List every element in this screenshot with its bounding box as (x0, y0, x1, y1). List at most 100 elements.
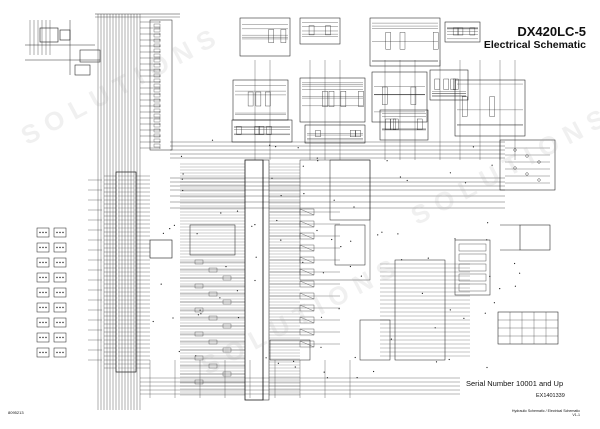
relay-coil (255, 91, 262, 107)
junction-dot (333, 199, 335, 201)
junction-dot (182, 189, 184, 192)
pin-dot (62, 291, 64, 294)
resistor (194, 355, 204, 361)
pin-dot (62, 261, 64, 264)
relay-coil (450, 78, 456, 90)
circuit-box (454, 79, 526, 137)
relay-coil (452, 27, 459, 36)
junction-dot (464, 182, 467, 184)
pin-dot (62, 231, 64, 234)
pin-dot (56, 261, 58, 264)
junction-dot (472, 146, 474, 148)
pin-dot (62, 306, 64, 309)
fuse (153, 68, 161, 73)
pin-dot (59, 246, 61, 249)
circuit-box (379, 109, 429, 141)
pin-dot (59, 321, 61, 324)
junction-dot (463, 317, 465, 319)
junction-dot (449, 309, 451, 311)
pin-dot (45, 261, 47, 264)
junction-dot (255, 256, 257, 258)
pin-dot (42, 276, 44, 279)
relay-coil (462, 96, 468, 117)
junction-dot (269, 144, 271, 146)
junction-dot (326, 377, 328, 379)
connector-icon (36, 302, 50, 313)
junction-dot (254, 224, 256, 226)
terminal-strip (394, 259, 446, 361)
pin-dot (62, 321, 64, 324)
relay-block (39, 27, 59, 43)
pin-dot (56, 276, 58, 279)
pin-dot (56, 231, 58, 234)
junction-dot (219, 297, 221, 299)
junction-dot (381, 231, 383, 233)
connector-icon (36, 242, 50, 253)
junction-dot (225, 266, 227, 268)
fuse (153, 53, 161, 58)
fuse (153, 138, 161, 143)
module-box (359, 319, 391, 361)
pin-dot (62, 246, 64, 249)
resistor (222, 347, 232, 353)
junction-dot (237, 317, 240, 319)
pin-dot (59, 276, 61, 279)
resistor (222, 275, 232, 281)
junction-dot (152, 320, 154, 323)
module-box (329, 159, 371, 221)
resistor (194, 307, 204, 313)
junction-dot (297, 147, 299, 149)
fuse (153, 88, 161, 93)
switch-contact (525, 154, 529, 158)
relay-coil (385, 32, 391, 50)
fuse (153, 143, 161, 148)
fuse (153, 133, 161, 138)
relay-coil (457, 27, 464, 36)
junction-dot (390, 338, 392, 340)
circuit-box (304, 124, 366, 144)
junction-dot (401, 259, 403, 261)
junction-dot (323, 371, 325, 373)
junction-dot (197, 314, 199, 316)
junction-dot (275, 146, 277, 148)
junction-dot (280, 239, 282, 241)
junction-dot (160, 283, 162, 285)
junction-dot (316, 157, 318, 159)
circuit-box (231, 119, 293, 143)
connector-box (149, 239, 173, 259)
junction-dot (220, 212, 222, 214)
junction-dot (195, 355, 197, 357)
junction-dot (487, 222, 489, 224)
diode-box (299, 280, 315, 288)
junction-dot (448, 358, 450, 361)
relay-coil (328, 91, 335, 107)
junction-dot (493, 302, 495, 304)
footer-part-number: 8095213 (8, 410, 24, 415)
switch-panel (499, 139, 556, 191)
pin-dot (62, 276, 64, 279)
pin-dot (56, 246, 58, 249)
pin-dot (45, 276, 47, 279)
connector-icon (36, 272, 50, 283)
pin-dot (45, 306, 47, 309)
fuse (153, 48, 161, 53)
connector-icon (53, 272, 67, 283)
junction-dot (178, 350, 180, 353)
wire (299, 208, 315, 216)
relay-coil (325, 25, 331, 36)
resistor (194, 283, 204, 289)
junction-dot (449, 172, 451, 174)
serial-number-label: Serial Number 10001 and Up (466, 379, 564, 388)
junction-dot (486, 239, 488, 241)
pin-dot (42, 351, 44, 354)
module-box (189, 224, 236, 256)
junction-dot (199, 309, 201, 311)
fuse (153, 128, 161, 133)
relay-coil (355, 130, 361, 137)
connector-icon (53, 347, 67, 358)
junction-dot (302, 165, 304, 167)
pin-dot (45, 336, 47, 339)
diode-box (299, 292, 315, 300)
pin-dot (45, 231, 47, 234)
pin-dot (39, 261, 41, 264)
